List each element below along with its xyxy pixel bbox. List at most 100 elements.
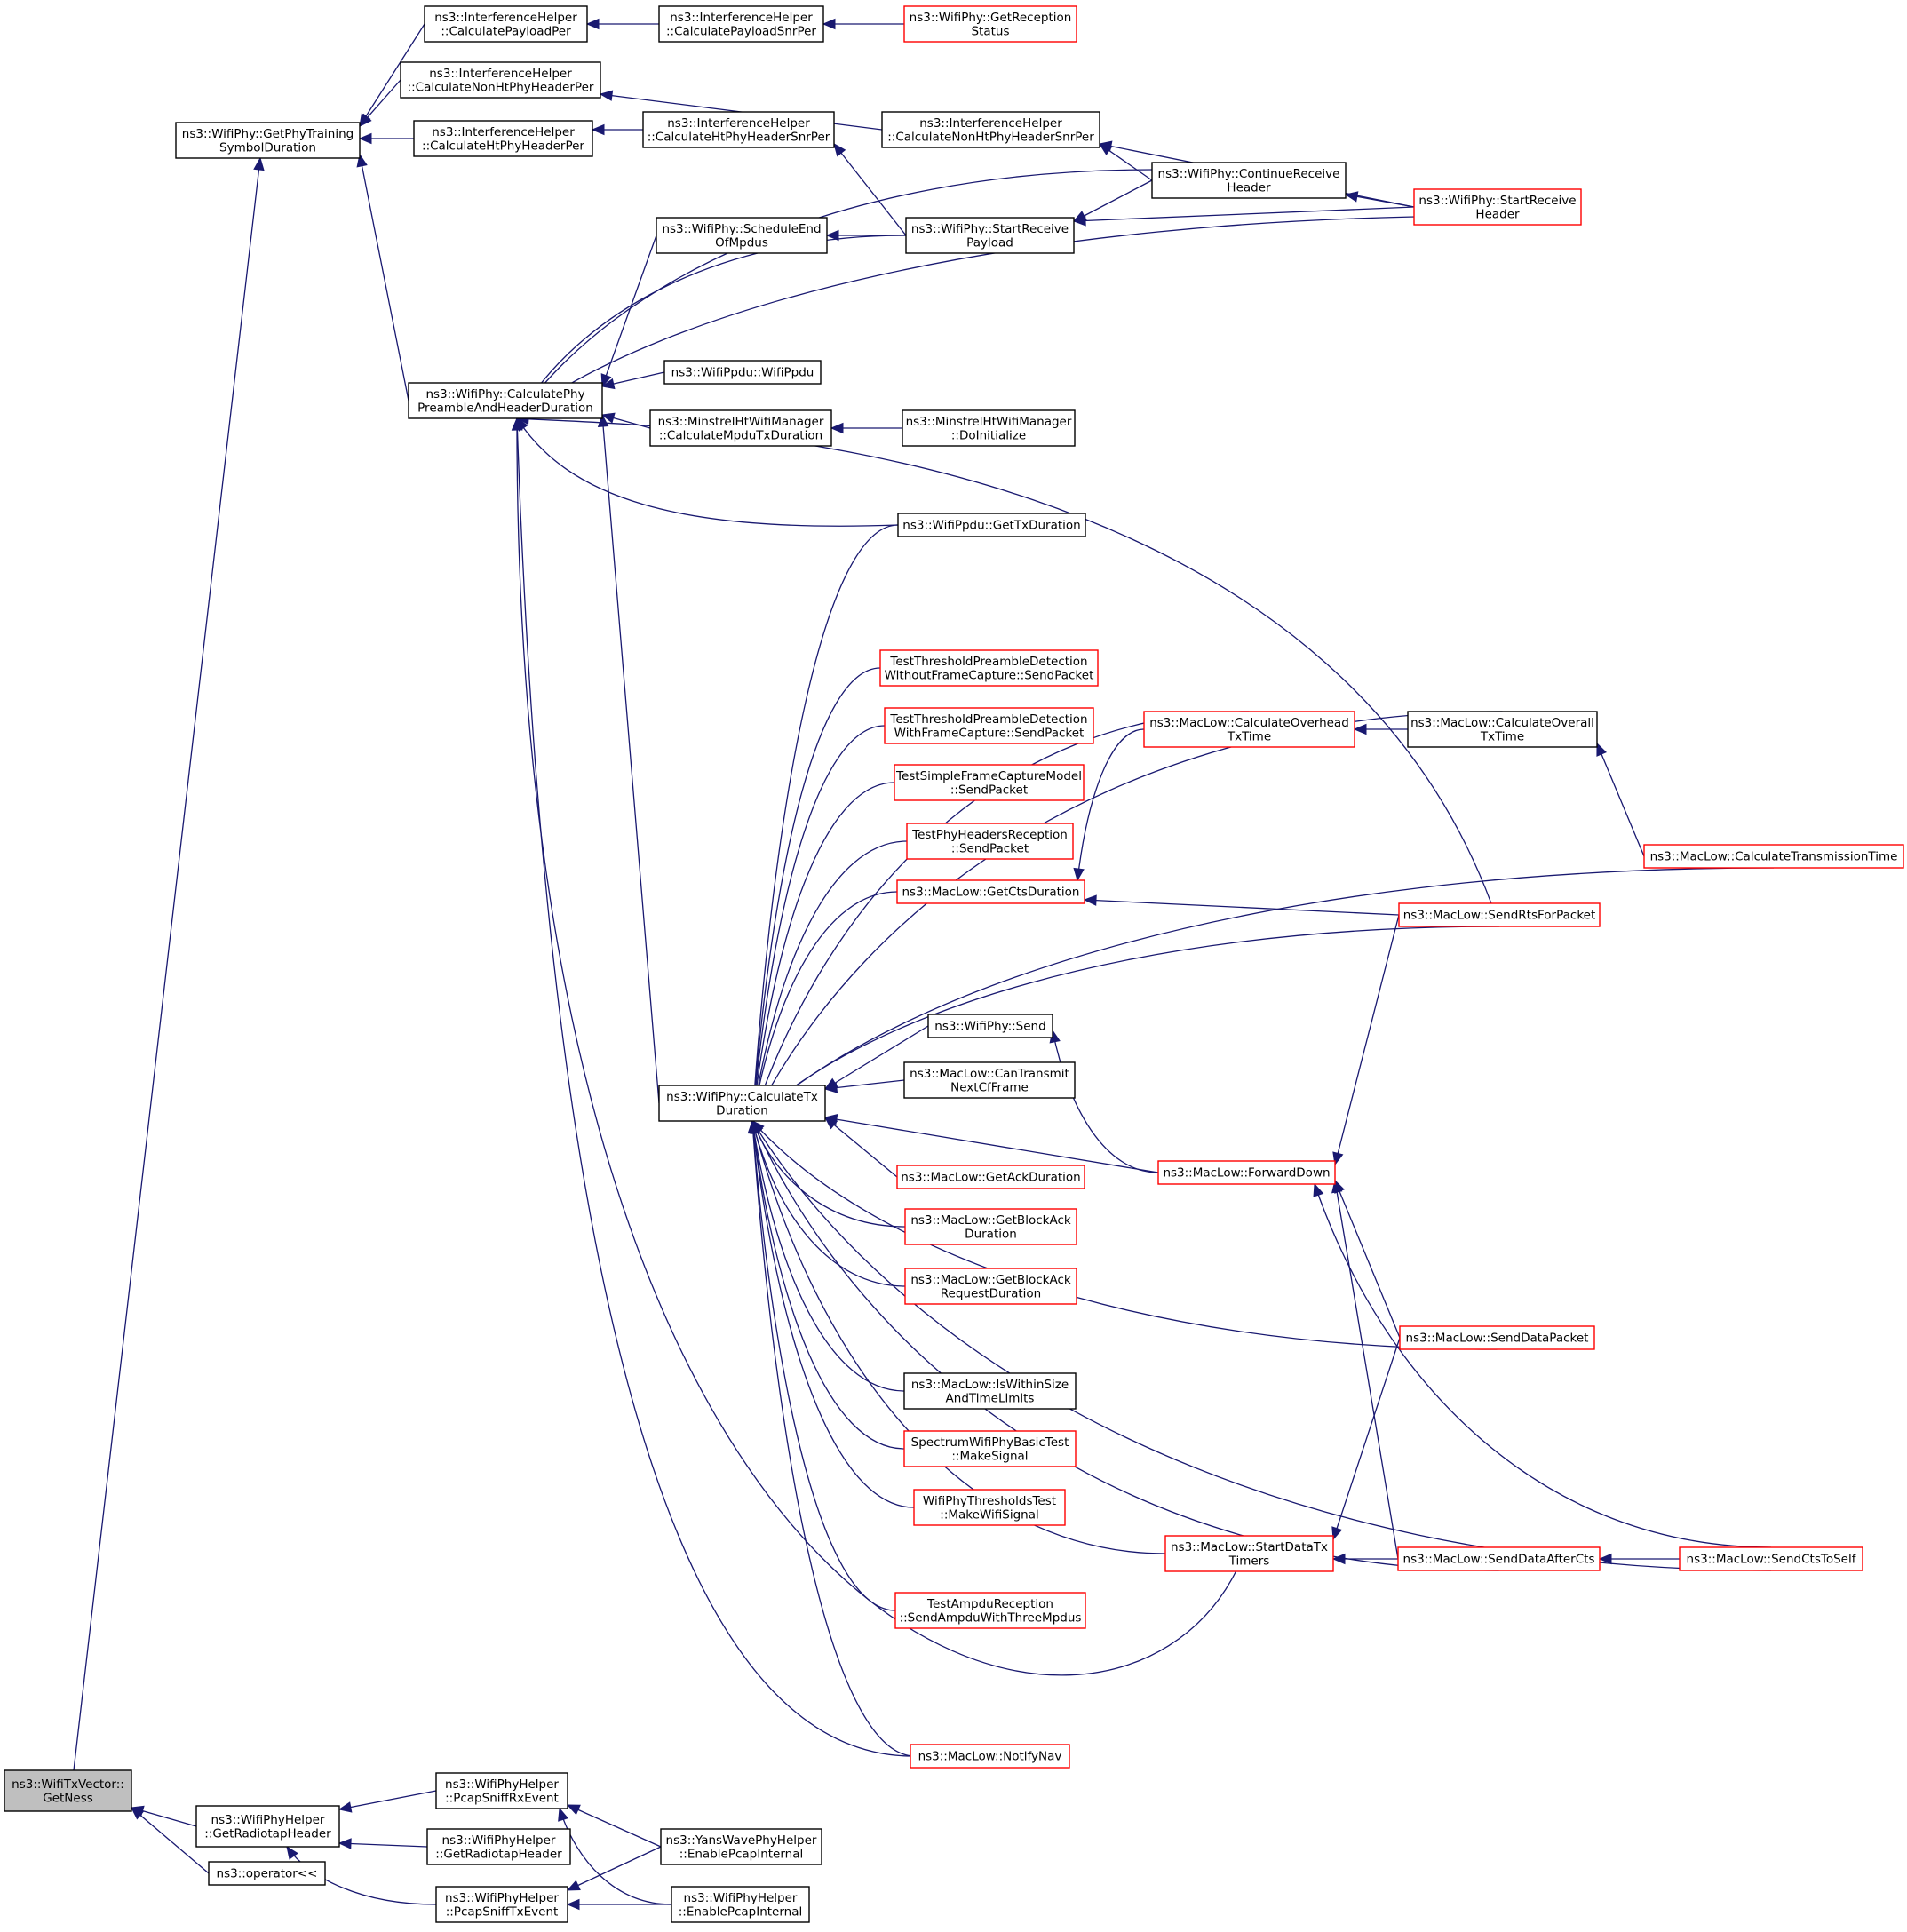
node-label-line: ns3::MacLow::IsWithinSize <box>911 1378 1069 1392</box>
edge-crh-srh <box>1344 191 1415 208</box>
node-label-line: ns3::InterferenceHelper <box>429 67 572 81</box>
node-label-line: ::CalculateMpduTxDuration <box>659 428 822 442</box>
graph-node-grh2[interactable]: ns3::WifiPhyHelper::GetRadiotapHeader <box>426 1828 571 1865</box>
graph-node-cpahd[interactable]: ns3::WifiPhy::CalculatePhyPreambleAndHea… <box>408 382 603 419</box>
node-label-line: ns3::MinstrelHtWifiManager <box>658 415 824 429</box>
edge-grh-grh2 <box>338 1838 428 1849</box>
node-label-line: ns3::MacLow::SendDataAfterCts <box>1403 1553 1595 1567</box>
graph-node-gptsd[interactable]: ns3::WifiPhy::GetPhyTrainingSymbolDurati… <box>175 122 361 159</box>
edge-root-oplt <box>131 1807 210 1874</box>
node-label-line: ::MakeWifiSignal <box>940 1507 1038 1522</box>
node-label-line: TestThresholdPreambleDetection <box>889 712 1087 727</box>
graph-node-ihcpp[interactable]: ns3::InterferenceHelper::CalculatePayloa… <box>424 5 588 43</box>
graph-node-tsfcm[interactable]: TestSimpleFrameCaptureModel::SendPacket <box>894 764 1085 801</box>
graph-node-nnav[interactable]: ns3::MacLow::NotifyNav <box>910 1744 1070 1769</box>
node-box <box>413 120 593 157</box>
node-box <box>879 649 1099 687</box>
graph-node-ihcnhsp[interactable]: ns3::InterferenceHelper::CalculateNonHtP… <box>881 111 1100 148</box>
graph-node-mhcmtd[interactable]: ns3::MinstrelHtWifiManager::CalculateMpd… <box>649 409 832 447</box>
node-label-line: ::GetRadiotapHeader <box>204 1826 331 1841</box>
graph-node-oplt[interactable]: ns3::operator<< <box>208 1861 326 1886</box>
edge-arrowhead <box>825 229 839 242</box>
edge-arrowhead <box>338 1838 352 1849</box>
graph-node-tphr[interactable]: TestPhyHeadersReception::SendPacket <box>906 823 1074 860</box>
graph-node-mhdi[interactable]: ns3::MinstrelHtWifiManager::DoInitialize <box>902 409 1076 447</box>
graph-node-wptt[interactable]: WifiPhyThresholdsTest::MakeWifiSignal <box>913 1489 1066 1526</box>
edge-ctd-sdp <box>751 1120 1498 1350</box>
graph-node-gcd[interactable]: ns3::MacLow::GetCtsDuration <box>896 879 1085 904</box>
edge-arrowhead <box>833 142 846 157</box>
node-box <box>642 111 835 148</box>
node-box <box>408 382 603 419</box>
node-label-line: ::DoInitialize <box>951 428 1026 442</box>
graph-node-ywep[interactable]: ns3::YansWavePhyHelper::EnablePcapIntern… <box>660 1828 822 1865</box>
graph-node-wsend[interactable]: ns3::WifiPhy::Send <box>927 1014 1053 1038</box>
graph-node-srfp[interactable]: ns3::MacLow::SendRtsForPacket <box>1398 902 1601 927</box>
node-label-line: ns3::InterferenceHelper <box>667 116 810 131</box>
edge-sdtt-sdac <box>1331 1553 1398 1565</box>
graph-node-root[interactable]: ns3::WifiTxVector::GetNess <box>4 1769 132 1812</box>
node-box <box>1143 711 1355 748</box>
graph-node-ihchsp[interactable]: ns3::InterferenceHelper::CalculateHtPhyH… <box>642 111 835 148</box>
edge-wsend-fd <box>1049 1029 1159 1173</box>
graph-node-ihcpsp[interactable]: ns3::InterferenceHelper::CalculatePayloa… <box>658 5 824 43</box>
edge-cott-ctt <box>1596 742 1645 857</box>
node-box <box>903 1061 1076 1099</box>
graph-node-pgtd[interactable]: ns3::WifiPpdu::GetTxDuration <box>897 513 1086 537</box>
graph-node-sdp[interactable]: ns3::MacLow::SendDataPacket <box>1399 1325 1595 1350</box>
edge-arrowhead <box>747 1119 759 1133</box>
graph-node-ttpdwo[interactable]: TestThresholdPreambleDetectionWithoutFra… <box>879 649 1099 687</box>
node-label-line: ::CalculateHtPhyHeaderPer <box>422 139 584 153</box>
edge-arrowhead <box>1353 723 1367 735</box>
graph-node-tar[interactable]: TestAmpduReception::SendAmpduWithThreeMp… <box>894 1592 1086 1629</box>
edge-gcd-coht <box>1073 728 1145 882</box>
graph-node-fd[interactable]: ns3::MacLow::ForwardDown <box>1157 1160 1336 1185</box>
edge-ctd-gbad <box>751 1119 906 1228</box>
node-label-line: AndTimeLimits <box>946 1391 1035 1405</box>
graph-node-sdac[interactable]: ns3::MacLow::SendDataAfterCts <box>1397 1546 1601 1571</box>
graph-node-grh[interactable]: ns3::WifiPhyHelper::GetRadiotapHeader <box>195 1805 340 1848</box>
node-label-line: TestThresholdPreambleDetection <box>889 655 1087 669</box>
graph-node-swpbt[interactable]: SpectrumWifiPhyBasicTest::MakeSignal <box>903 1430 1077 1467</box>
node-label-line: ns3::WifiPhy::ScheduleEnd <box>662 222 821 236</box>
node-box <box>663 360 822 385</box>
edge-ctd-fd <box>823 1114 1159 1173</box>
node-label-line: ::MakeSignal <box>951 1449 1028 1463</box>
graph-node-ppdu[interactable]: ns3::WifiPpdu::WifiPpdu <box>663 360 822 385</box>
graph-node-ttpdw[interactable]: TestThresholdPreambleDetectionWithFrameC… <box>884 707 1094 744</box>
node-label-line: Duration <box>965 1227 1017 1241</box>
graph-node-wpep[interactable]: ns3::WifiPhyHelper::EnablePcapInternal <box>671 1886 810 1923</box>
edge-arrowhead <box>558 1807 569 1822</box>
edge-cpahd-ctd <box>597 413 660 1104</box>
node-box <box>1164 1535 1334 1572</box>
node-box <box>894 1592 1086 1629</box>
edge-arrowhead <box>1344 191 1359 203</box>
node-box <box>903 1372 1077 1410</box>
edge-arrowhead <box>824 1117 838 1130</box>
graph-node-pstx[interactable]: ns3::WifiPhyHelper::PcapSniffTxEvent <box>435 1886 568 1923</box>
edge-ctd-tar <box>747 1119 896 1611</box>
graph-node-scts[interactable]: ns3::MacLow::SendCtsToSelf <box>1679 1546 1863 1571</box>
graph-node-ihchp[interactable]: ns3::InterferenceHelper::CalculateHtPhyH… <box>413 120 593 157</box>
graph-node-gad[interactable]: ns3::MacLow::GetAckDuration <box>896 1165 1085 1189</box>
edge-arrowhead <box>1331 1526 1343 1541</box>
node-label-line: ::CalculateNonHtPhyHeaderSnrPer <box>887 130 1094 144</box>
node-label-line: ::SendAmpduWithThreeMpdus <box>900 1610 1082 1625</box>
graph-node-ihcnhp[interactable]: ns3::InterferenceHelper::CalculateNonHtP… <box>400 61 601 99</box>
edge-arrowhead <box>599 90 614 101</box>
graph-node-ctt[interactable]: ns3::MacLow::CalculateTransmissionTime <box>1643 844 1904 869</box>
graph-node-psrx[interactable]: ns3::WifiPhyHelper::PcapSniffRxEvent <box>435 1772 568 1809</box>
